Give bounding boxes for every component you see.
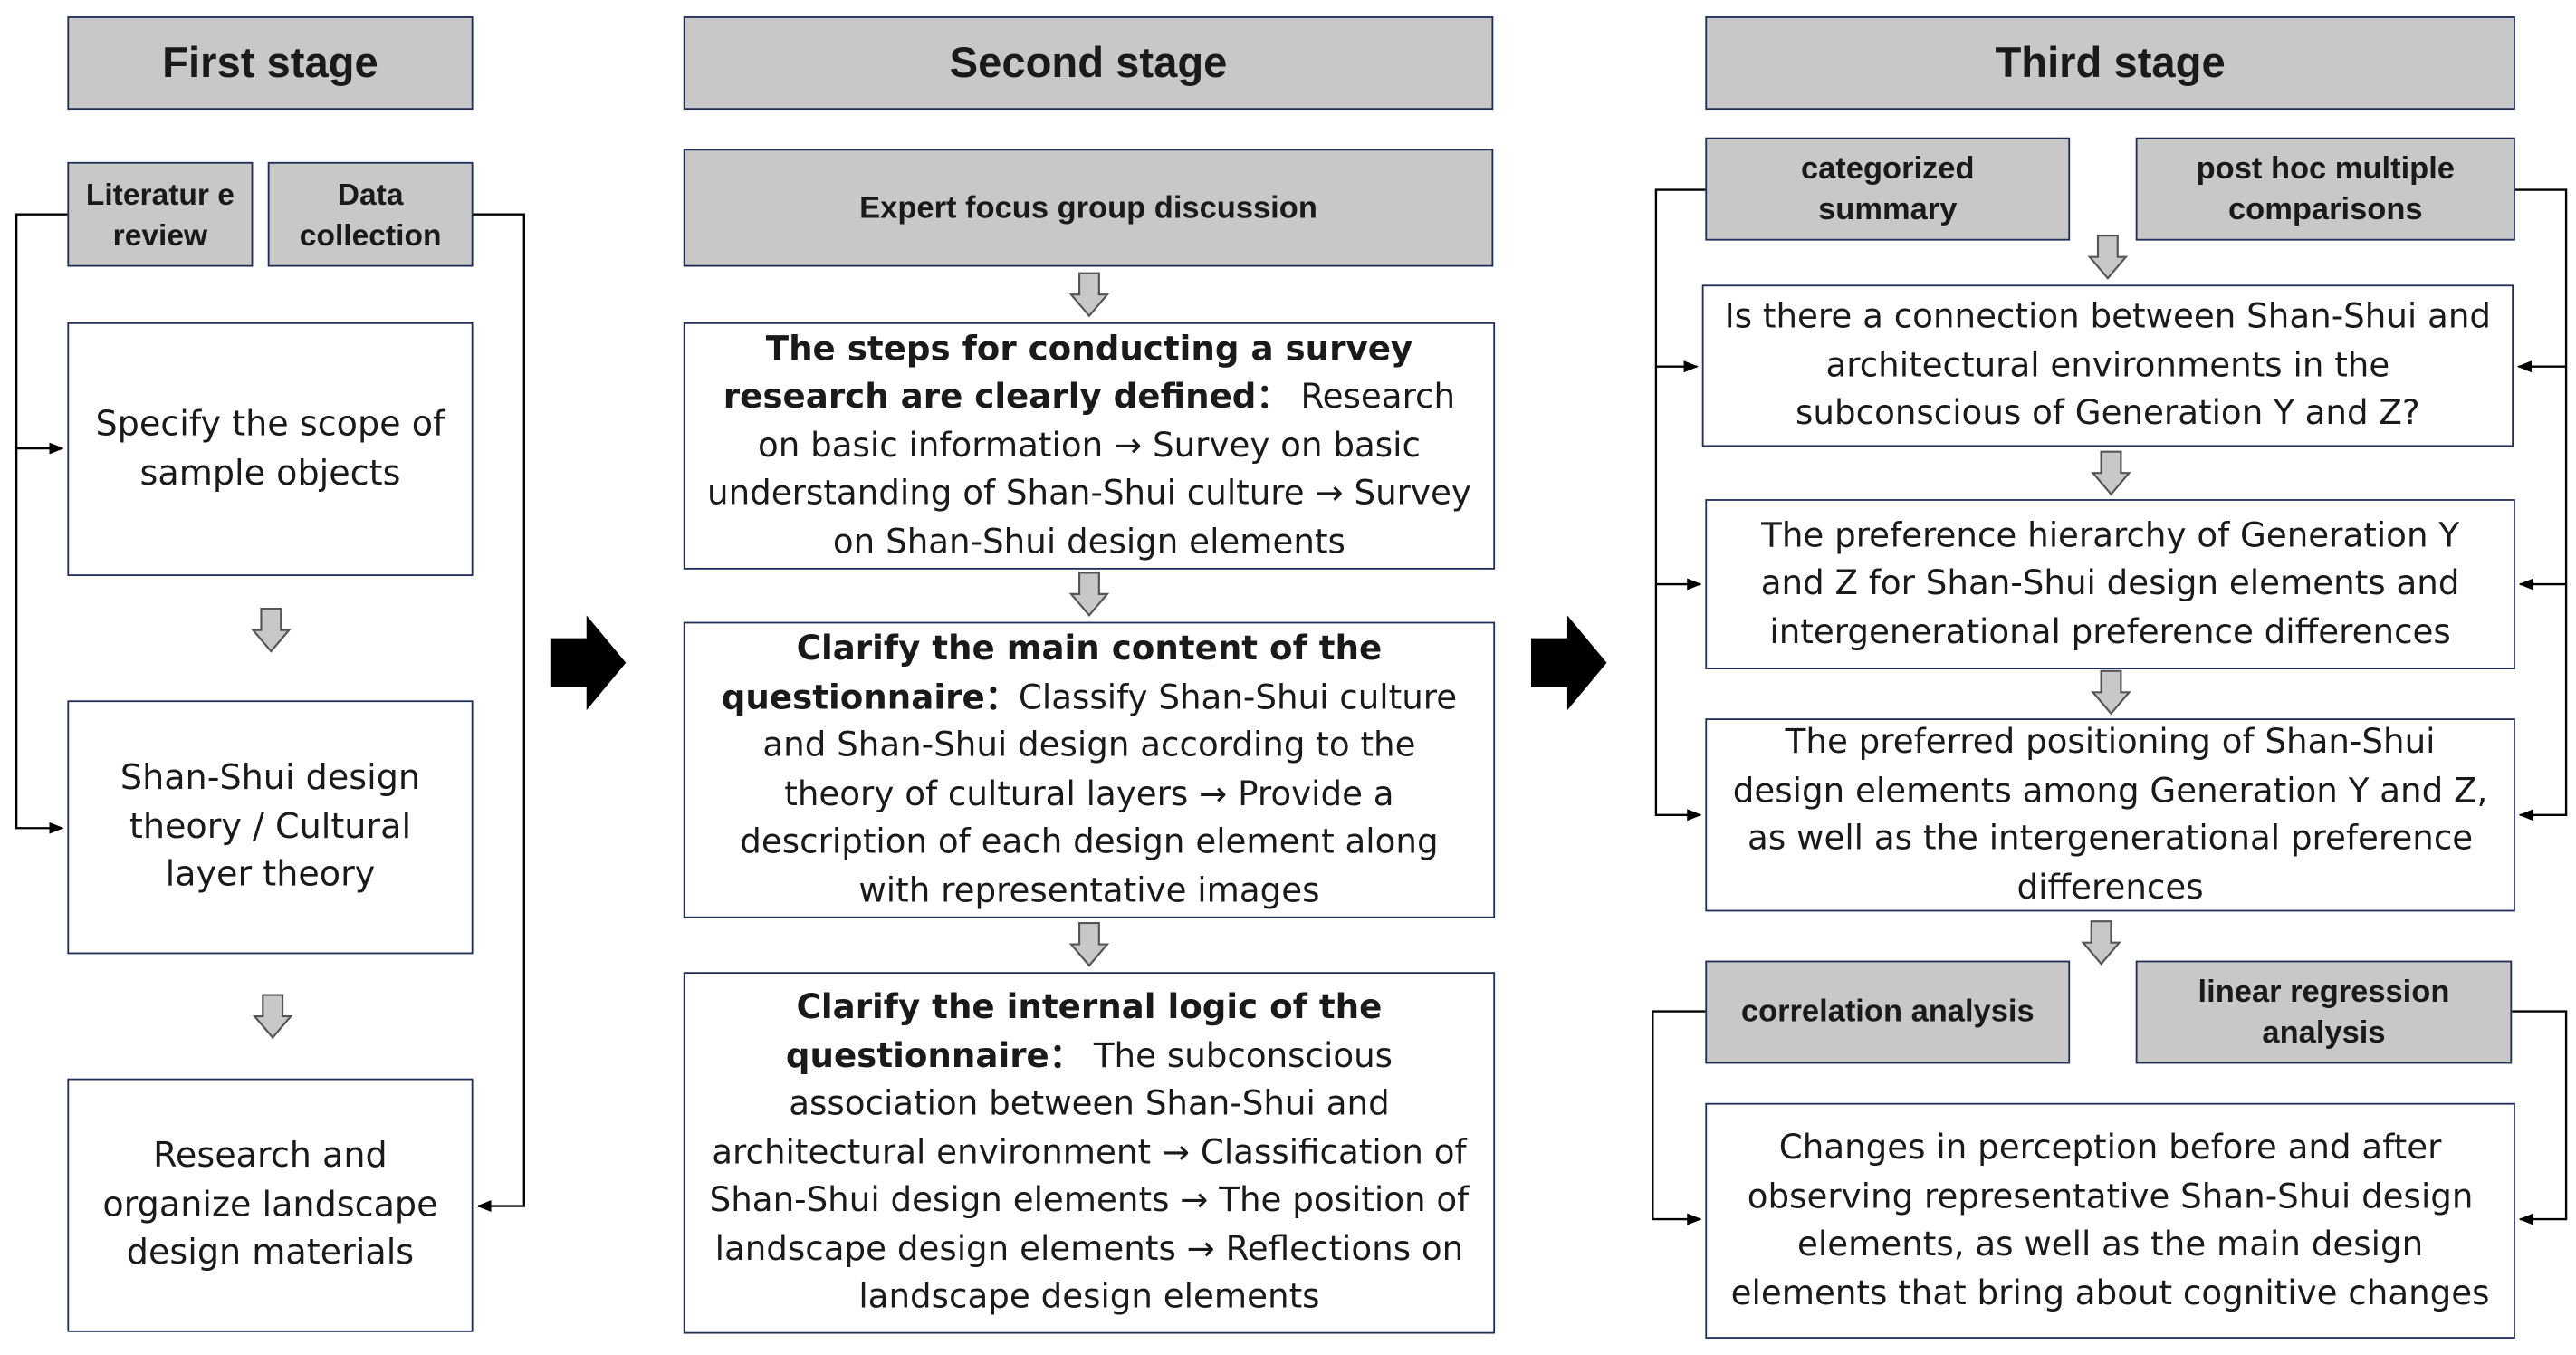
down-hollow-arrow-icon: [254, 994, 292, 1039]
questionnaire-logic-text: Clarify the internal logic of the questi…: [704, 984, 1473, 1321]
post-hoc-line: [2514, 188, 2568, 822]
questionnaire-logic-body: The subconscious association between Sha…: [709, 1035, 1470, 1317]
first-stage-header: First stage: [67, 16, 474, 111]
preferred-positioning-box: The preferred positioning of Shan-Shui d…: [1705, 718, 2515, 912]
questionnaire-content-heading: Clarify the main content of the question…: [721, 628, 1383, 716]
post-hoc-comparisons-tab: post hoc multiple comparisons: [2135, 137, 2515, 241]
questionnaire-logic-box: Clarify the internal logic of the questi…: [683, 972, 1496, 1334]
data-collection-line: [473, 213, 525, 1213]
third-stage-header: Third stage: [1705, 16, 2515, 111]
perception-changes-box: Changes in perception before and after o…: [1705, 1102, 2515, 1339]
down-hollow-arrow-icon: [252, 608, 291, 653]
right-solid-arrow-icon: [550, 615, 627, 711]
survey-steps-text: The steps for conducting a survey resear…: [704, 325, 1473, 567]
regression-line: [2512, 1010, 2568, 1225]
categorized-summary-tab: categorized summary: [1705, 137, 2071, 241]
survey-steps-box: The steps for conducting a survey resear…: [683, 322, 1496, 570]
down-hollow-arrow-icon: [2092, 669, 2131, 715]
linear-regression-tab: linear regression analysis: [2135, 960, 2513, 1064]
survey-steps-heading: The steps for conducting a survey resear…: [723, 328, 1413, 417]
down-hollow-arrow-icon: [2088, 235, 2127, 280]
right-solid-arrow-icon: [1531, 615, 1607, 711]
connection-question-box: Is there a connection between Shan-Shui …: [1701, 284, 2514, 447]
questionnaire-content-box: Clarify the main content of the question…: [683, 621, 1496, 918]
specify-scope-box: Specify the scope of sample objects: [67, 322, 474, 576]
correlation-line: [1652, 1010, 1706, 1225]
second-stage-header: Second stage: [683, 16, 1494, 111]
research-materials-box: Research and organize landscape design m…: [67, 1078, 474, 1332]
correlation-analysis-tab: correlation analysis: [1705, 960, 2071, 1064]
preference-hierarchy-box: The preference hierarchy of Generation Y…: [1705, 499, 2515, 669]
down-hollow-arrow-icon: [1069, 921, 1108, 967]
data-collection-tab: Data collection: [267, 161, 474, 267]
questionnaire-content-body: Classify Shan-Shui culture and Shan-Shui…: [740, 677, 1458, 909]
down-hollow-arrow-icon: [1069, 272, 1108, 317]
categorized-summary-line: [1654, 188, 1706, 822]
questionnaire-logic-heading: Clarify the internal logic of the questi…: [785, 986, 1383, 1075]
down-hollow-arrow-icon: [1069, 572, 1108, 617]
down-hollow-arrow-icon: [2082, 920, 2121, 966]
survey-steps-body: Research on basic information → Survey o…: [707, 377, 1471, 562]
theory-box: Shan-Shui design theory / Cultural layer…: [67, 700, 474, 955]
literature-review-tab: Literatur e review: [67, 161, 254, 267]
expert-discussion-box: Expert focus group discussion: [683, 149, 1494, 267]
down-hollow-arrow-icon: [2092, 450, 2131, 495]
literature-feedback-line: [14, 213, 68, 834]
questionnaire-content-text: Clarify the main content of the question…: [704, 625, 1473, 915]
